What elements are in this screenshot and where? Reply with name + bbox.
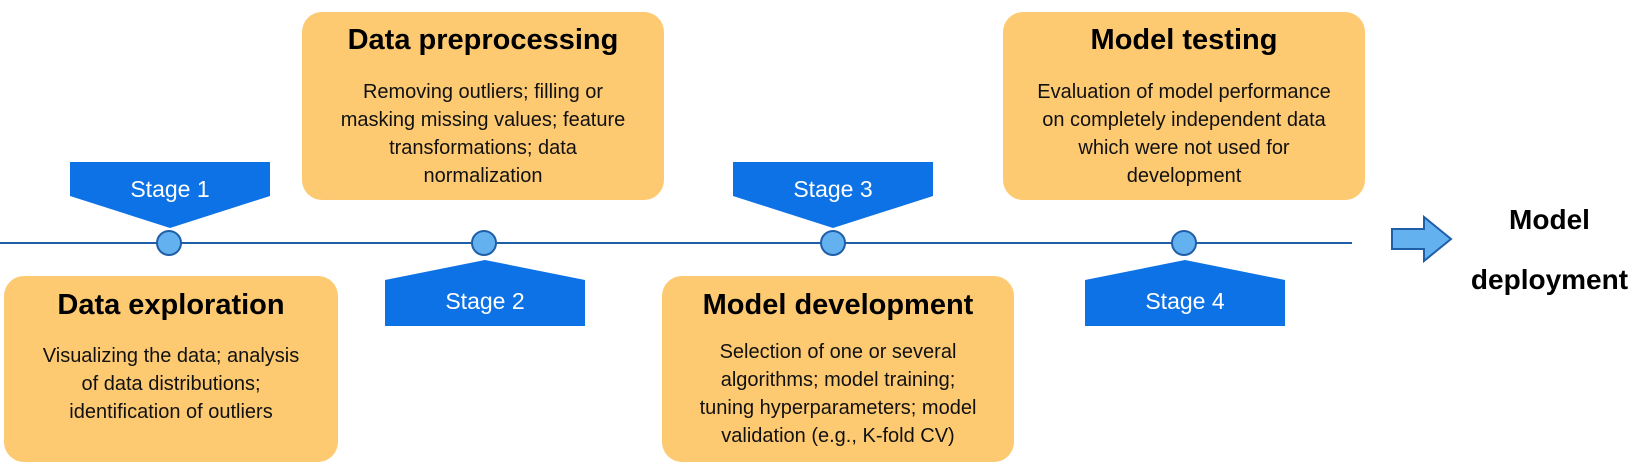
card-model-development: Model development Selection of one or se…: [662, 276, 1014, 462]
arrow-right-icon: [1390, 214, 1454, 269]
card-desc-line: validation (e.g., K-fold CV): [721, 425, 955, 447]
card-desc-line: of data distributions;: [81, 373, 261, 395]
card-desc-line: masking missing values; feature: [340, 109, 626, 131]
stage-1-marker: Stage 1: [70, 162, 270, 228]
card-title: Model development: [702, 289, 974, 321]
stage-3-marker: Stage 3: [733, 162, 933, 228]
stage-1-label: Stage 1: [130, 176, 210, 202]
deployment-line-1: Model: [1509, 204, 1590, 235]
deployment-label: Model deployment: [1452, 190, 1647, 310]
card-title: Data exploration: [57, 289, 285, 321]
card-desc-line: identification of outliers: [69, 401, 273, 423]
stage-4-marker: Stage 4: [1085, 260, 1285, 326]
card-desc-line: algorithms; model training;: [720, 369, 956, 391]
stage-2-label: Stage 2: [445, 288, 525, 314]
deployment-line-2: deployment: [1470, 264, 1629, 295]
stage-3-shape: [733, 162, 933, 228]
timeline-line: [0, 242, 1352, 244]
card-desc-line: normalization: [423, 165, 543, 187]
card-data-preprocessing: Data preprocessing Removing outliers; fi…: [302, 12, 664, 200]
card-title: Model testing: [1090, 24, 1278, 56]
stage-4-label: Stage 4: [1145, 288, 1225, 314]
timeline-node-stage-2: [471, 230, 497, 256]
card-desc-line: Selection of one or several: [719, 341, 957, 363]
card-desc-line: on completely independent data: [1042, 109, 1326, 131]
card-desc-line: Removing outliers; filling or: [362, 81, 604, 103]
stage-2-marker: Stage 2: [385, 260, 585, 326]
timeline-node-stage-4: [1171, 230, 1197, 256]
card-data-exploration: Data exploration Visualizing the data; a…: [4, 276, 338, 462]
stage-4-shape: [1085, 260, 1285, 326]
stage-3-label: Stage 3: [793, 176, 873, 202]
timeline-node-stage-3: [820, 230, 846, 256]
card-desc-line: tuning hyperparameters; model: [699, 397, 977, 419]
card-desc-line: transformations; data: [389, 137, 577, 159]
timeline-node-stage-1: [156, 230, 182, 256]
card-model-testing: Model testing Evaluation of model perfor…: [1003, 12, 1365, 200]
card-desc-line: Visualizing the data; analysis: [42, 345, 300, 367]
stage-1-shape: [70, 162, 270, 228]
card-desc-line: which were not used for: [1078, 137, 1290, 159]
card-desc-line: development: [1126, 165, 1242, 187]
card-desc-line: Evaluation of model performance: [1037, 81, 1331, 103]
stage-2-shape: [385, 260, 585, 326]
card-title: Data preprocessing: [347, 24, 619, 56]
